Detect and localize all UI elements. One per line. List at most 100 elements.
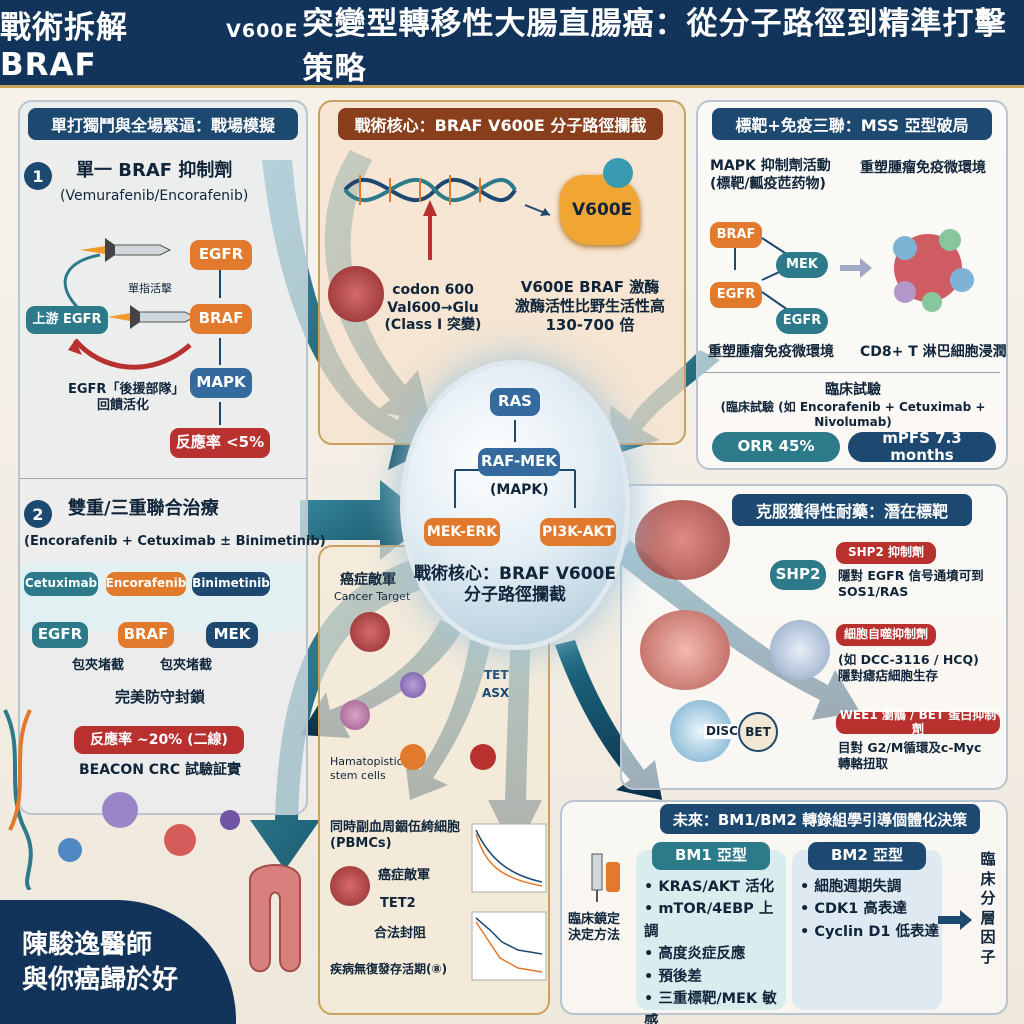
tet2-label: TET2 — [380, 896, 416, 911]
ras-node: RAS — [490, 388, 540, 416]
cancer-cell-icon — [330, 866, 370, 906]
raf-mek-node: RAF-MEK — [478, 448, 560, 476]
binimetinib-label: Binimetinib — [192, 572, 270, 596]
list-item: mTOR/4EBP 上調 — [644, 898, 784, 943]
mpfs-badge: mPFS 7.3 months — [848, 429, 996, 464]
resistance-title: 克服獲得性耐藥：潛在標靶 — [732, 494, 972, 526]
marker-icon — [400, 744, 426, 770]
enemy-label: 癌症敵軍 — [378, 868, 431, 883]
section1-subtitle: (Vemurafenib/Encorafenib) — [60, 188, 249, 204]
mapk-node: MAPK — [190, 368, 252, 398]
future-title: 未來：BM1/BM2 轉錄組學引導個體化決策 — [660, 804, 980, 834]
list-item: 預後差 — [644, 966, 784, 988]
bm2-label: BM2 亞型 — [808, 842, 926, 870]
egfr-node-3: EGFR — [710, 282, 762, 308]
pi3k-akt-node: PI3K-AKT — [540, 518, 616, 546]
protein-head-icon — [603, 158, 633, 188]
divider — [704, 372, 1000, 373]
response-rate-1: 反應率 <5% — [170, 428, 270, 458]
mapk-inhibitor-text: MAPK 抑制劑活動 (標靶/瓤疫苉药物) — [710, 158, 831, 192]
orr-badge: ORR 45% — [712, 432, 840, 462]
response-rate-2: 反應率 ~20% (二線) — [74, 726, 244, 754]
list-item: CDK1 高表達 — [800, 898, 940, 920]
right-panel-title: 標靶+免疫三聯：MSS 亞型破局 — [712, 108, 992, 140]
signature-text: 陳駿逸醫師 與你癌歸於好 — [22, 930, 179, 996]
wee1-label: WEE1 瀏鶄 / BET 蛋白抑制劑 — [836, 708, 1000, 736]
cancer-target-cn: 癌症敵軍 — [340, 572, 396, 588]
section2-number: 2 — [24, 500, 52, 528]
egfr-node-4: EGFR — [776, 308, 828, 334]
intestine-icon — [249, 864, 301, 973]
cancer-target-en: Cancer Target — [334, 590, 411, 603]
encorafenib-label: Encorafenib — [106, 572, 186, 596]
bet-node: BET — [738, 712, 778, 752]
section1-number: 1 — [24, 162, 52, 190]
bm1-label: BM1 亞型 — [652, 842, 770, 870]
autophagy-text: (如 DCC-3116 / HCQ) 隱對瘧痁細胞生存 — [838, 652, 979, 683]
page-title: 戰術拆解 BRAF V600E 突變型轉移性大腸直腸癌：從分子路徑到精準打擊策略 — [0, 0, 1024, 88]
survival-curves — [471, 823, 547, 981]
cetuximab-label: Cetuximab — [24, 572, 98, 596]
single-attack-label: 單指活擊 — [128, 282, 172, 295]
feedback-label: EGFR「後援部隊」 回饋活化 — [68, 382, 185, 414]
center-panel-title: 戰術核心：BRAF V600E 分子路徑攔截 — [338, 108, 663, 140]
arrow-section2-to-hub — [300, 480, 430, 560]
egfr-node: EGFR — [190, 240, 252, 270]
immune-cluster-icon — [893, 229, 974, 312]
rocket-icon — [108, 305, 197, 329]
list-item: 高度炎症反應 — [644, 943, 784, 965]
braf-node-3: BRAF — [710, 222, 762, 248]
stratification-factor: 臨床分層因子 — [980, 850, 996, 966]
arrow-right-icon — [938, 910, 972, 930]
v600e-label: V600E — [572, 200, 633, 220]
pinch-label-1: 包夾堵截 — [72, 658, 125, 673]
mek-node-3: MEK — [776, 252, 828, 278]
rocket-icon — [80, 238, 172, 262]
syringe-icon — [591, 853, 620, 902]
virus-icon — [102, 792, 138, 828]
section1-diagram — [63, 238, 221, 425]
pinch-label-2: 包夾堵截 — [160, 658, 213, 673]
cell-icon — [340, 700, 370, 730]
immune-diagram — [734, 229, 974, 312]
virus-icon — [220, 810, 240, 830]
shp2-node: SHP2 — [770, 560, 826, 590]
cd8-label: CD8+ T 淋巴細胞浸潤 — [860, 344, 1007, 360]
pbmc-text: 同時副血周錮伍絝細胞 (PBMCs) — [330, 820, 461, 852]
list-item: 三重標靶/MEK 敏感 — [644, 988, 784, 1024]
section1-title: 單一 BRAF 抑制劑 — [76, 160, 233, 181]
mek-erk-node: MEK-ERK — [424, 518, 500, 546]
wee1-text: 目對 G2/M循環及c-Myc 轉輅扭取 — [838, 740, 982, 771]
section2-title: 雙重/三重聯合治療 — [68, 498, 219, 519]
cell-cluster-icon — [640, 610, 730, 690]
pfs-label: 疾病無復發存活期(⑧) — [330, 962, 448, 976]
shp2-inhibitor-label: SHP2 抑制劑 — [836, 542, 936, 564]
virus-icon — [164, 824, 196, 856]
autophagy-cell-icon — [770, 620, 830, 680]
bm1-list: KRAS/AKT 活化 mTOR/4EBP 上調 高度炎症反應 預後差 三重標靶… — [644, 876, 784, 1024]
remodel-label-2: 重塑腫瘤免疫微環境 — [708, 344, 834, 360]
hema-label: Hamatopistic stem cells — [330, 755, 403, 782]
braf-node-2: BRAF — [118, 622, 174, 648]
mek-node-2: MEK — [206, 622, 258, 648]
mapk-paren-label: (MAPK) — [490, 482, 549, 498]
cancer-cell-icon — [350, 612, 390, 652]
clinic-method-text: 臨床鏡定 決定方法 — [568, 912, 621, 944]
codon-text: codon 600 Val600→Glu (Class I 突變) — [384, 282, 482, 333]
shp2-text: 隱對 EGFR 信号通墳可到 SOS1/RAS — [838, 568, 984, 599]
autophagy-label: 細胞自噬抑制劑 — [836, 624, 936, 646]
braf-protein-icon — [560, 175, 640, 245]
cancer-cell-icon — [328, 266, 384, 322]
list-item: 細胞週期失調 — [800, 876, 940, 898]
list-item: KRAS/AKT 活化 — [644, 876, 784, 898]
divider — [20, 478, 306, 479]
section2-subtitle: (Encorafenib + Cetuximab ± Binimetinib) — [24, 534, 326, 549]
remodel-label: 重塑腫瘤免疫微環境 — [860, 160, 986, 176]
disc-label: DISC — [704, 724, 740, 739]
blood-vessel-icon — [635, 500, 730, 580]
beacon-trial-label: BEACON CRC 試驗証實 — [78, 762, 242, 778]
trial-text: 臨床試驗 (臨床試驗 (如 Encorafenib + Cetuximab + … — [720, 382, 986, 429]
upstream-egfr-node: 上游 EGFR — [26, 306, 108, 334]
list-item: Cyclin D1 低表達 — [800, 921, 940, 943]
